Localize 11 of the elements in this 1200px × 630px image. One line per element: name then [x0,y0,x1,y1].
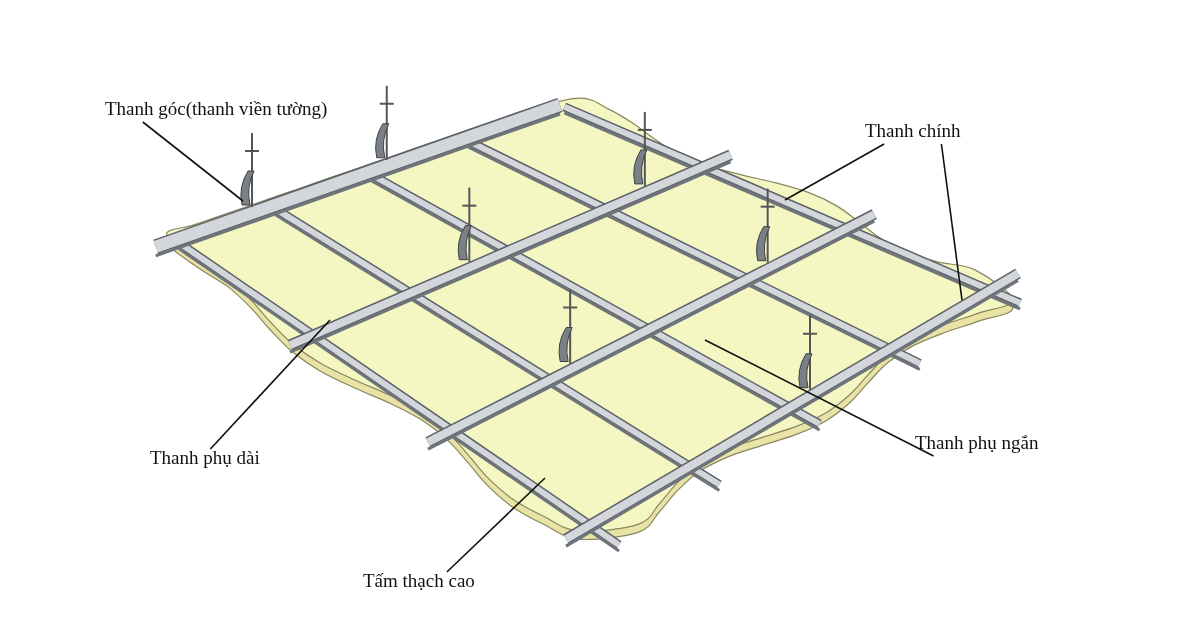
leader-line [784,143,885,201]
part-label: Tấm thạch cao [363,570,475,592]
part-label: Thanh phụ ngắn [915,432,1039,454]
part-label: Thanh góc(thanh viền tường) [105,98,328,120]
leader-line [940,143,963,301]
leader-line [704,339,935,457]
part-label: Thanh chính [865,120,961,142]
leader-line [446,477,546,573]
leader-line [209,319,331,450]
part-label: Thanh phụ dài [150,447,260,469]
leader-line [142,121,244,202]
